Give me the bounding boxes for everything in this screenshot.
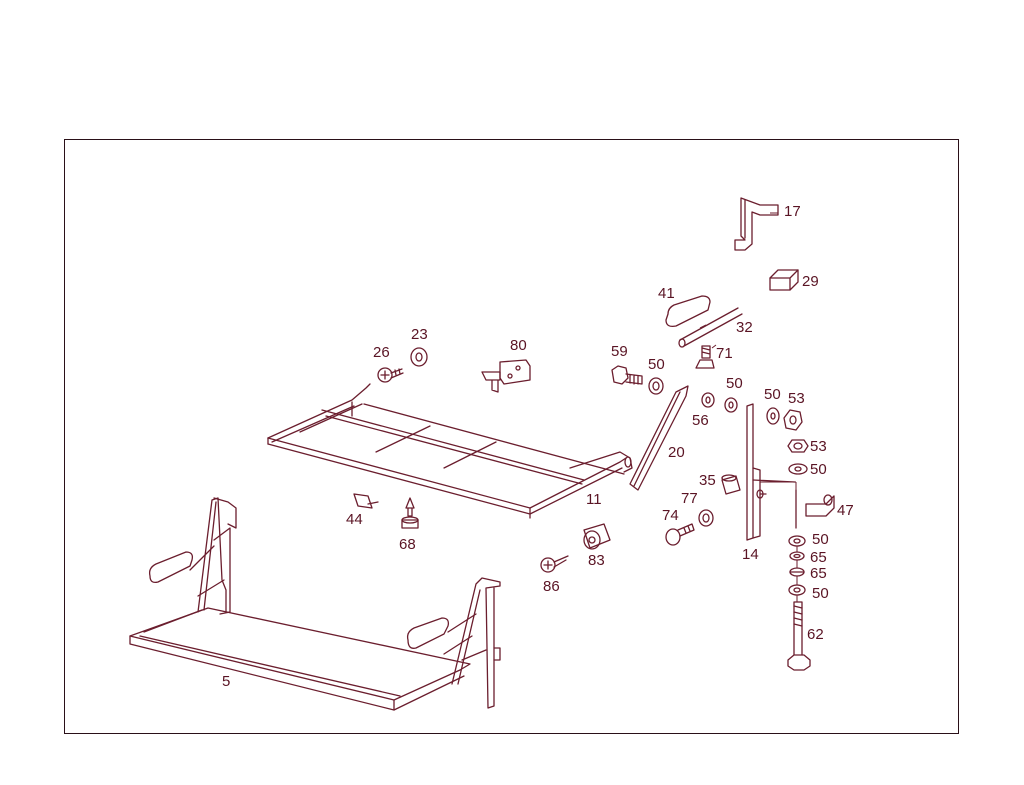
callout-71: 71 xyxy=(716,345,733,362)
part-29-block xyxy=(769,269,799,291)
callout-59: 59 xyxy=(611,343,628,360)
part-62-bolt xyxy=(787,601,811,671)
part-65-washer-a xyxy=(789,551,805,561)
part-5-step xyxy=(129,497,501,711)
part-32-pin xyxy=(678,307,743,348)
part-83-bushing xyxy=(583,523,611,550)
part-35-spacer xyxy=(721,474,741,495)
part-56-washer xyxy=(701,392,715,408)
callout-62: 62 xyxy=(807,626,824,643)
part-50-washer-b xyxy=(724,397,738,413)
callout-68: 68 xyxy=(399,536,416,553)
callout-50-a: 50 xyxy=(648,356,665,373)
part-50-washer-d xyxy=(788,463,808,475)
part-26-screw xyxy=(377,367,404,383)
part-47-clamp xyxy=(795,489,835,529)
part-65-washer-b xyxy=(789,567,805,577)
callout-41: 41 xyxy=(658,285,675,302)
part-68-screw xyxy=(401,497,419,529)
callout-53-b: 53 xyxy=(810,438,827,455)
callout-47: 47 xyxy=(837,502,854,519)
callout-26: 26 xyxy=(373,344,390,361)
callout-80: 80 xyxy=(510,337,527,354)
part-80-hinge xyxy=(481,359,531,393)
callout-53-a: 53 xyxy=(788,390,805,407)
callout-77: 77 xyxy=(681,490,698,507)
part-53-nut-a xyxy=(783,409,803,431)
callout-65-b: 65 xyxy=(810,565,827,582)
callout-50-d: 50 xyxy=(810,461,827,478)
part-41-pad xyxy=(665,295,711,328)
callout-83: 83 xyxy=(588,552,605,569)
part-53-nut-b xyxy=(787,439,809,453)
callout-86: 86 xyxy=(543,578,560,595)
callout-5: 5 xyxy=(222,673,230,690)
part-59-bolt xyxy=(611,365,643,385)
callout-14: 14 xyxy=(742,546,759,563)
callout-56: 56 xyxy=(692,412,709,429)
part-50-washer-c xyxy=(766,407,780,425)
callout-50-f: 50 xyxy=(812,585,829,602)
callout-23: 23 xyxy=(411,326,428,343)
diagram-frame xyxy=(64,139,959,734)
callout-17: 17 xyxy=(784,203,801,220)
callout-20: 20 xyxy=(668,444,685,461)
callout-50-e: 50 xyxy=(812,531,829,548)
part-50-washer-f xyxy=(788,584,806,596)
part-20-strut xyxy=(629,385,689,491)
part-11-frame xyxy=(267,383,633,519)
callout-50-b: 50 xyxy=(726,375,743,392)
callout-labels: 17 29 41 32 71 59 50 23 26 80 50 50 53 5… xyxy=(222,203,854,690)
leader-lines xyxy=(711,212,798,602)
callout-65-a: 65 xyxy=(810,549,827,566)
callout-44: 44 xyxy=(346,511,363,528)
callout-35: 35 xyxy=(699,472,716,489)
part-74-bolt xyxy=(665,523,695,546)
part-71-screw xyxy=(695,345,715,369)
part-86-screw xyxy=(540,555,569,573)
callout-32: 32 xyxy=(736,319,753,336)
part-17-bracket xyxy=(734,197,779,251)
part-50-washer-e xyxy=(788,535,806,547)
callout-74: 74 xyxy=(662,507,679,524)
part-50-washer-a xyxy=(648,377,664,395)
part-14-post xyxy=(746,403,796,541)
callout-50-c: 50 xyxy=(764,386,781,403)
callout-29: 29 xyxy=(802,273,819,290)
callout-11: 11 xyxy=(586,491,602,508)
part-77-washer xyxy=(698,509,714,527)
part-44-clip xyxy=(353,493,379,509)
part-23-washer xyxy=(410,347,428,367)
